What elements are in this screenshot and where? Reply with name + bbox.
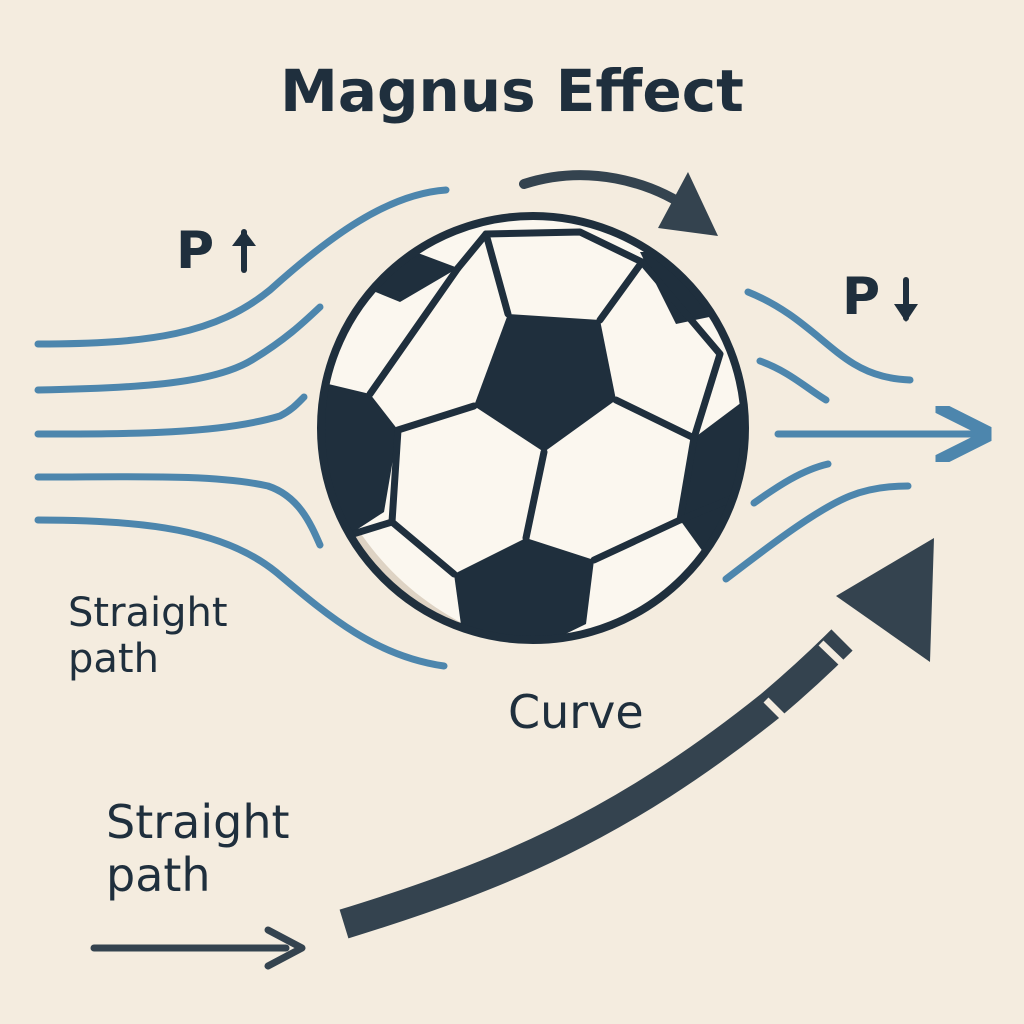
soccer-ball xyxy=(317,212,749,644)
left-panel xyxy=(321,382,398,538)
spin-arrow xyxy=(519,170,718,236)
downstream-airflow-line-upper xyxy=(744,288,914,384)
upstream-airflow-lines xyxy=(34,186,450,670)
straight-path-lower-line-1: Straight xyxy=(106,795,290,849)
straight-path-arrow xyxy=(90,926,306,970)
airflow-line-lower-middle xyxy=(34,473,324,549)
curved-trajectory-head xyxy=(836,538,934,662)
downstream-airflow-lines xyxy=(722,288,986,583)
pressure-arrows xyxy=(232,229,918,322)
straight-path-upper-line-1: Straight xyxy=(68,590,228,636)
page-title: Magnus Effect xyxy=(280,57,744,125)
pressure-low-label: P xyxy=(842,267,881,328)
downstream-airflow-line-lower xyxy=(722,482,912,583)
downstream-airflow-line-lower-middle xyxy=(750,460,832,507)
airflow-line-upper xyxy=(34,186,450,348)
straight-path-lower-line-2: path xyxy=(106,847,211,902)
spin-arrow-head xyxy=(658,172,718,236)
airflow-line-center xyxy=(34,393,308,438)
straight-path-arrow-head xyxy=(264,926,306,970)
straight-path-upper-line-2: path xyxy=(68,636,159,682)
pressure-high-text: P xyxy=(176,221,215,281)
curved-trajectory-arrow xyxy=(339,538,934,939)
curve-label: Curve xyxy=(508,685,644,739)
straight-path-label-upper: Straight path xyxy=(68,590,288,682)
top-left-panel xyxy=(356,250,458,302)
center-pentagon xyxy=(474,314,616,452)
top-right-panel xyxy=(640,252,714,324)
downstream-airflow-line-upper-middle xyxy=(756,357,830,404)
spin-arrow-curve xyxy=(519,170,699,217)
pressure-low-text: P xyxy=(842,267,881,327)
straight-path-label-lower: Straight path xyxy=(106,796,346,902)
curved-trajectory-body xyxy=(339,629,853,939)
ball-outline xyxy=(317,212,749,644)
airflow-line-lower xyxy=(34,516,448,670)
pressure-high-label: P xyxy=(176,221,215,282)
bottom-panel xyxy=(454,538,594,640)
airflow-line-upper-middle xyxy=(34,303,324,394)
